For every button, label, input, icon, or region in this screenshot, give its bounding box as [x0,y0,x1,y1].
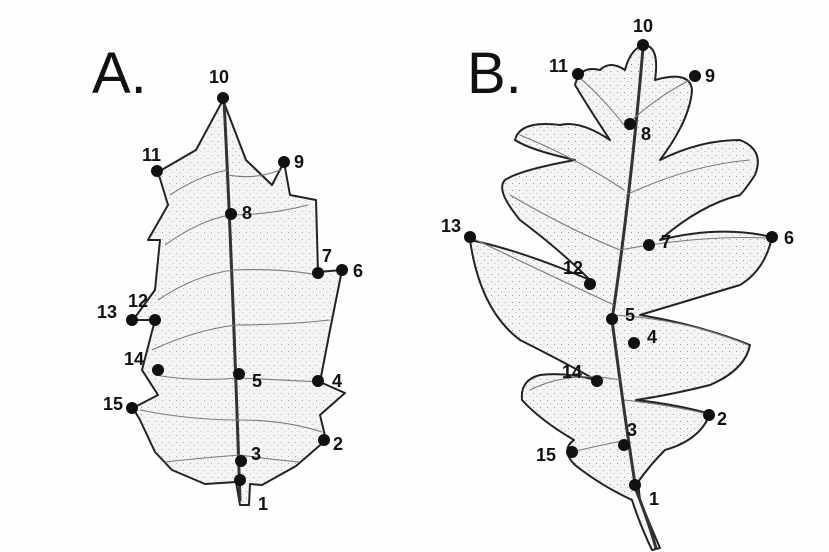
landmark-a-10-label: 10 [209,67,229,87]
landmark-b-1 [629,479,641,491]
landmark-b-2 [703,409,715,421]
landmark-b-9 [689,70,701,82]
landmark-a-7 [312,267,324,279]
landmark-a-1-label: 1 [258,494,268,514]
landmark-a-3-label: 3 [251,444,261,464]
landmark-b-3-label: 3 [627,420,637,440]
landmark-b-14-label: 14 [562,362,582,382]
landmark-a-1 [234,474,246,486]
landmark-a-8 [225,208,237,220]
landmark-a-5 [233,368,245,380]
landmark-a-4 [312,375,324,387]
landmark-b-7 [643,239,655,251]
landmark-a-6 [336,264,348,276]
landmark-b-8-label: 8 [641,124,651,144]
landmark-a-11-label: 11 [142,145,161,165]
landmark-a-2-label: 2 [333,434,343,454]
leaf-b-stipple [470,45,772,500]
landmark-b-1-label: 1 [649,489,659,509]
landmark-a-6-label: 6 [353,261,363,281]
landmark-b-15 [566,446,578,458]
landmark-a-12-label: 12 [128,291,148,311]
landmark-b-11-label: 11 [549,56,568,76]
landmark-b-2-label: 2 [717,409,727,429]
landmark-a-4-label: 4 [332,371,342,391]
landmark-a-9-label: 9 [294,152,304,172]
landmark-b-12-label: 12 [563,258,583,278]
landmark-b-3 [618,439,630,451]
landmark-b-13 [464,231,476,243]
landmark-a-7-label: 7 [322,246,332,266]
landmark-b-6-label: 6 [784,228,794,248]
landmark-a-9 [278,156,290,168]
landmark-b-9-label: 9 [705,66,715,86]
landmark-a-15 [126,402,138,414]
landmark-a-12 [149,314,161,326]
landmark-b-15-label: 15 [536,445,556,465]
landmark-b-5 [606,313,618,325]
landmark-a-15-label: 15 [103,394,123,414]
leaf-a [133,100,345,505]
panel-b-label: B. [467,41,522,106]
landmark-b-7-label: 7 [661,232,671,252]
landmark-b-4-label: 4 [647,327,657,347]
landmark-a-3 [235,455,247,467]
panel-a-label: A. [92,41,147,106]
landmark-b-12 [584,278,596,290]
landmark-b-4 [628,337,640,349]
landmark-b-6 [766,231,778,243]
landmark-a-14-label: 14 [124,349,144,369]
landmark-a-10 [217,92,229,104]
landmark-a-11 [151,165,163,177]
landmark-b-10 [637,39,649,51]
landmark-a-2 [318,434,330,446]
landmark-a-13 [126,314,138,326]
landmark-b-14 [591,375,603,387]
landmark-a-13-label: 13 [97,302,117,322]
leaf-b [470,45,772,550]
landmark-a-14 [152,364,164,376]
landmark-b-11 [572,68,584,80]
landmark-a-8-label: 8 [242,203,252,223]
landmark-b-8 [624,118,636,130]
landmark-b-13-label: 13 [441,216,461,236]
landmark-b-5-label: 5 [625,305,635,325]
landmark-a-5-label: 5 [252,371,262,391]
landmark-b-10-label: 10 [633,16,653,36]
